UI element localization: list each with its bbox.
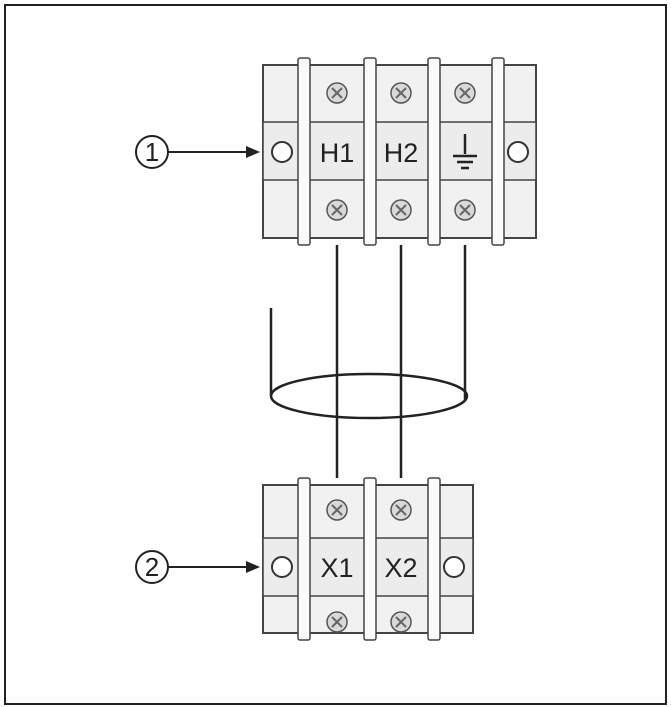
wires bbox=[335, 245, 467, 478]
shield-loop-icon bbox=[269, 308, 469, 420]
screw-icon bbox=[390, 199, 412, 221]
screw-icon bbox=[326, 82, 348, 104]
upper-terminal-block: H1 H2 bbox=[262, 57, 537, 246]
ground-icon bbox=[453, 134, 477, 170]
upper-separators bbox=[297, 57, 505, 246]
callout-2: 2 bbox=[135, 550, 260, 584]
screw-icon bbox=[326, 499, 348, 521]
lower-separators bbox=[297, 477, 441, 641]
arrow-head-icon bbox=[246, 561, 260, 573]
screw-icon bbox=[390, 499, 412, 521]
screw-icon bbox=[326, 611, 348, 633]
mounting-hole-icon bbox=[507, 141, 529, 163]
terminal-label-x1: X1 bbox=[320, 553, 353, 583]
terminal-label-h2: H2 bbox=[384, 138, 419, 168]
callout-1: 1 bbox=[135, 135, 260, 169]
mounting-hole-icon bbox=[271, 141, 293, 163]
callout-number-1: 1 bbox=[145, 137, 159, 167]
screw-icon bbox=[390, 82, 412, 104]
terminal-label-h1: H1 bbox=[320, 138, 355, 168]
screw-icon bbox=[326, 199, 348, 221]
mounting-hole-icon bbox=[271, 556, 293, 578]
terminal-label-x2: X2 bbox=[384, 553, 417, 583]
mounting-hole-icon bbox=[443, 556, 465, 578]
screw-icon bbox=[454, 199, 476, 221]
arrow-head-icon bbox=[246, 146, 260, 158]
callout-number-2: 2 bbox=[145, 552, 159, 582]
screw-icon bbox=[390, 611, 412, 633]
screw-icon bbox=[454, 82, 476, 104]
lower-terminal-block: X1 X2 bbox=[262, 477, 474, 641]
